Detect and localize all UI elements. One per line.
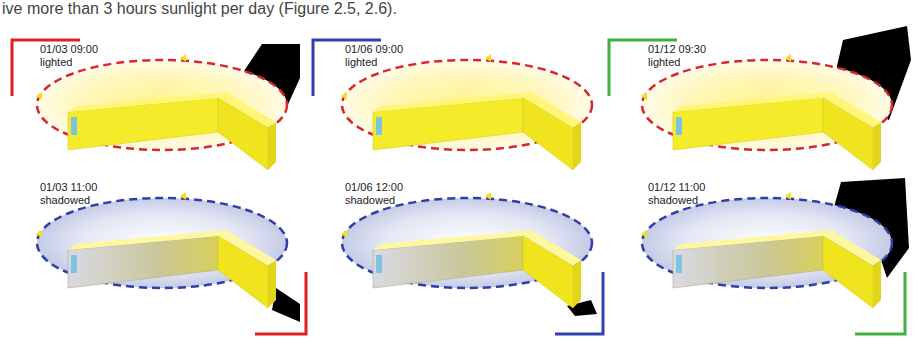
status-label: lighted: [345, 56, 377, 69]
status-label: shadowed: [40, 194, 90, 207]
date-time: 01/06 12:00: [345, 181, 403, 194]
date-time: 01/12 09:30: [648, 43, 706, 56]
status-label: shadowed: [648, 194, 698, 207]
body-text: ive more than 3 hours sunlight per day (…: [2, 0, 397, 18]
status-label: lighted: [40, 56, 72, 69]
status-label: lighted: [648, 56, 680, 69]
date-time: 01/03 09:00: [40, 43, 98, 56]
date-time: 01/12 11:00: [648, 181, 705, 194]
date-time: 01/03 11:00: [40, 181, 97, 194]
status-label: shadowed: [345, 194, 395, 207]
date-time: 01/06 09:00: [345, 43, 403, 56]
